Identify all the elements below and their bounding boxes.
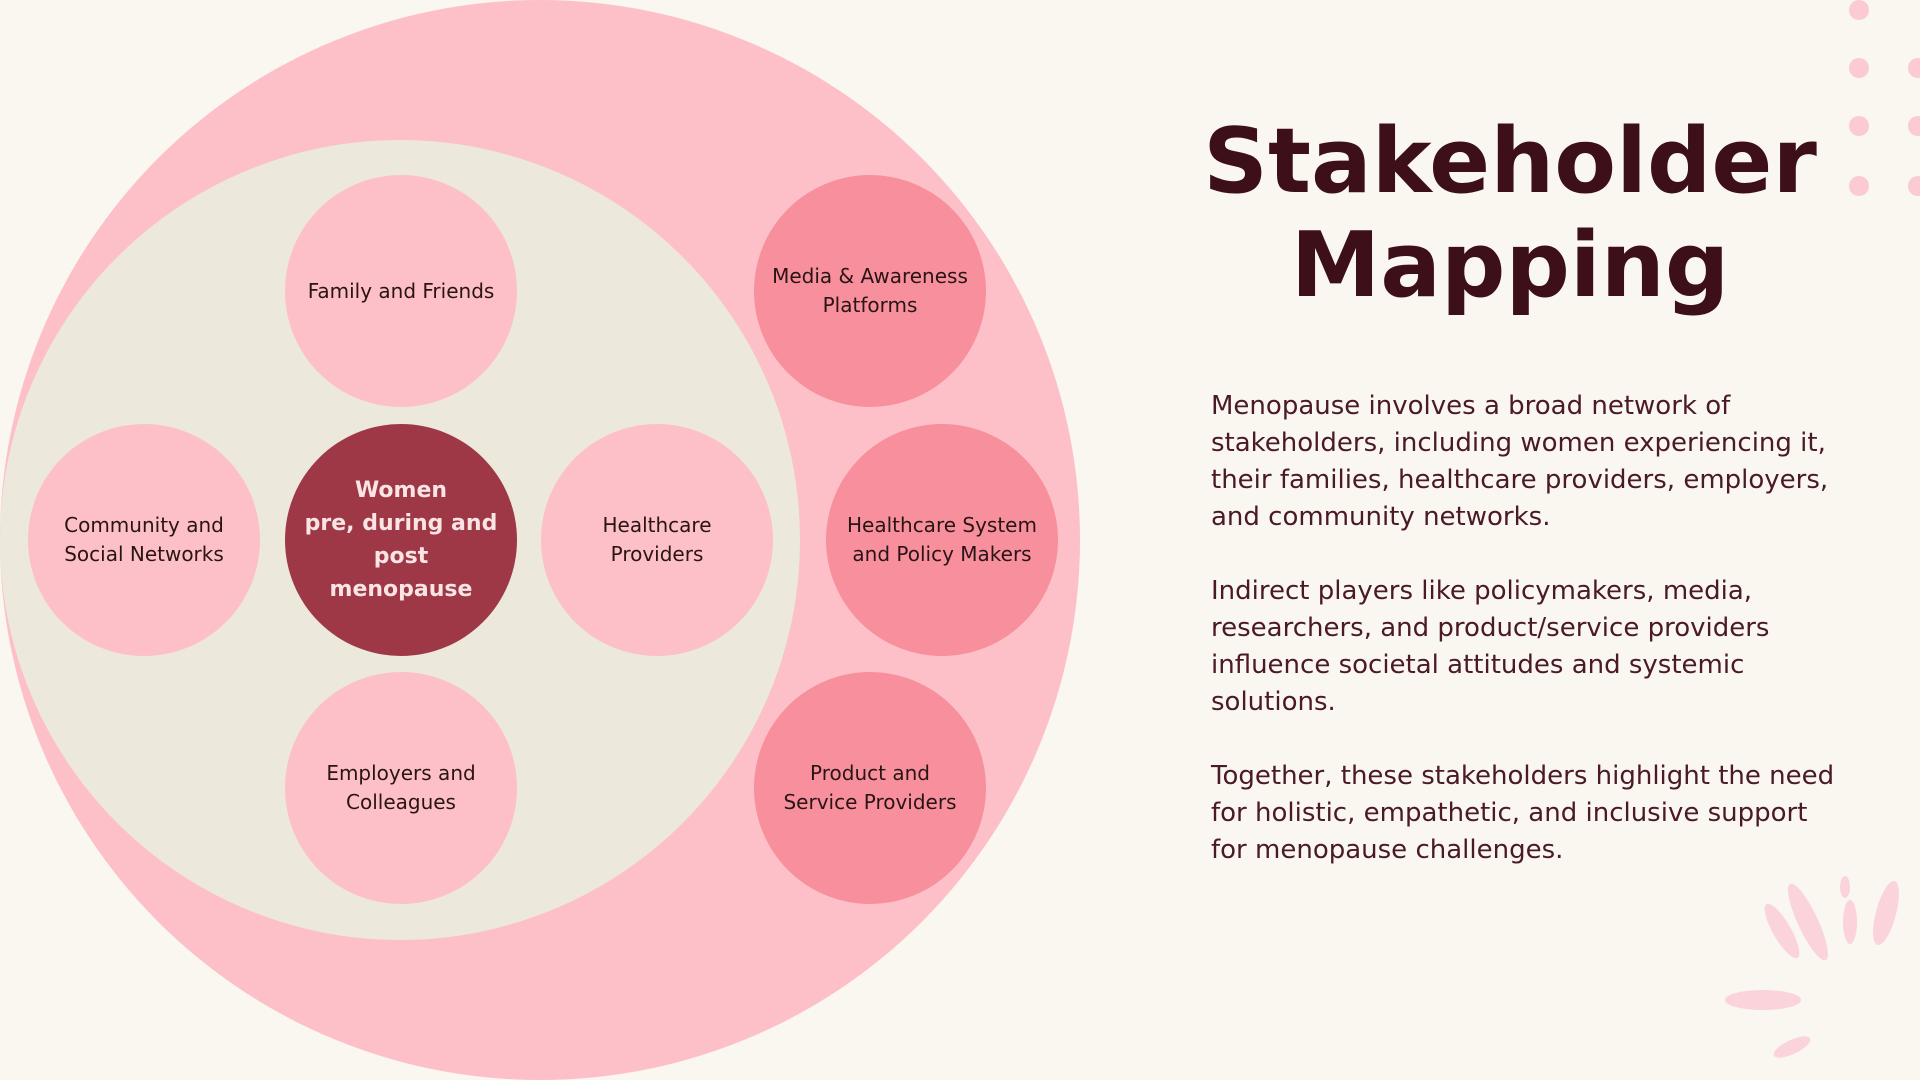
paragraph-1: Menopause involves a broad network of st… bbox=[1211, 391, 1829, 532]
paragraph-3: Together, these stakeholders highlight t… bbox=[1211, 761, 1835, 865]
description-text: Menopause involves a broad network of st… bbox=[1211, 388, 1841, 906]
node-healthcare-system-policy: Healthcare System and Policy Makers bbox=[826, 424, 1058, 656]
node-women-center: Women pre, during and post menopause bbox=[285, 424, 517, 656]
node-community-social-networks: Community and Social Networks bbox=[28, 424, 260, 656]
node-family-and-friends: Family and Friends bbox=[285, 175, 517, 407]
node-media-awareness: Media & Awareness Platforms bbox=[754, 175, 986, 407]
page-title: Stakeholder Mapping bbox=[1203, 109, 1817, 318]
node-healthcare-providers: Healthcare Providers bbox=[541, 424, 773, 656]
node-employers-colleagues: Employers and Colleagues bbox=[285, 672, 517, 904]
paragraph-2: Indirect players like policymakers, medi… bbox=[1211, 576, 1770, 717]
node-product-service-providers: Product and Service Providers bbox=[754, 672, 986, 904]
